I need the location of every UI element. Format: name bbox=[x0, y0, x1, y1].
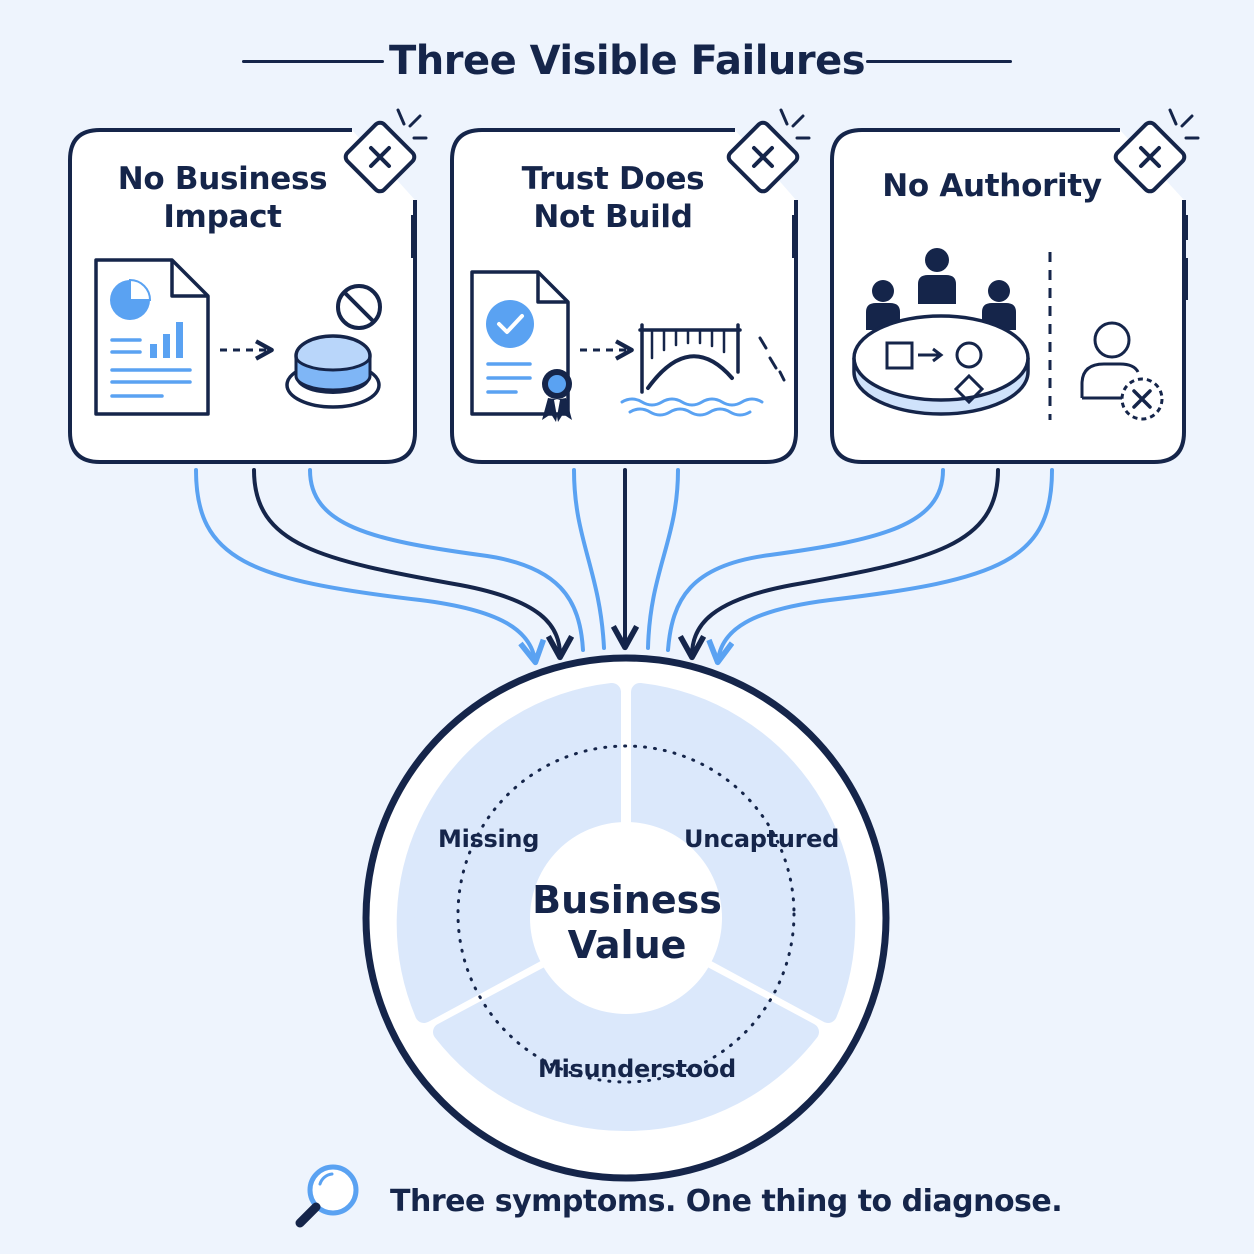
card2-title: Trust Does Not Build bbox=[478, 160, 748, 236]
arrow-card2-right bbox=[646, 468, 680, 650]
center-label-line1: Business bbox=[532, 878, 722, 922]
page-title: Three Visible Failures bbox=[388, 38, 866, 84]
business-value-wheel bbox=[362, 654, 890, 1182]
close-icon bbox=[726, 108, 811, 194]
card3-title: No Authority bbox=[862, 167, 1122, 205]
card-no-business-impact bbox=[68, 108, 428, 464]
document-chart-icon bbox=[94, 258, 210, 416]
dotted-ring bbox=[456, 744, 796, 1084]
arrow-card1-main bbox=[252, 468, 560, 655]
center-label-line2: Value bbox=[567, 923, 687, 967]
arrow-card1-outer bbox=[194, 468, 535, 660]
segment-label-missing: Missing bbox=[438, 825, 540, 853]
certificate-icon bbox=[470, 270, 572, 422]
title-rule-left bbox=[242, 60, 384, 63]
connector-arrows bbox=[194, 468, 1054, 660]
arrow-card1-inner bbox=[308, 468, 585, 652]
footer-caption: Three symptoms. One thing to diagnose. bbox=[390, 1184, 1063, 1219]
user-removed-icon bbox=[1080, 321, 1164, 421]
close-icon bbox=[1113, 108, 1200, 194]
meeting-table-icon bbox=[852, 248, 1030, 416]
broken-bridge-icon bbox=[620, 323, 786, 417]
title-bar: Three Visible Failures bbox=[0, 30, 1254, 94]
segment-label-misunderstood: Misunderstood bbox=[538, 1055, 736, 1083]
card3-title-line1: No Authority bbox=[882, 168, 1102, 204]
arrow-card3-outer bbox=[718, 468, 1054, 660]
card1-title-line2: Impact bbox=[163, 199, 282, 235]
arrow-card2-left bbox=[572, 468, 606, 650]
arrow-card3-inner bbox=[666, 468, 945, 652]
magnifier-icon bbox=[295, 1164, 359, 1228]
disabled-button-icon bbox=[285, 284, 382, 409]
card1-title: No Business Impact bbox=[95, 160, 350, 236]
card-trust-does-not-build bbox=[450, 108, 811, 464]
card2-title-line2: Not Build bbox=[533, 199, 693, 235]
arrow-card3-main bbox=[692, 468, 1000, 655]
card1-title-line1: No Business bbox=[117, 161, 328, 197]
close-icon bbox=[343, 108, 428, 194]
segment-label-uncaptured: Uncaptured bbox=[684, 825, 840, 853]
title-rule-right bbox=[866, 60, 1012, 63]
card2-title-line1: Trust Does bbox=[521, 161, 705, 197]
center-label: Business Value bbox=[500, 878, 754, 968]
card-no-authority bbox=[830, 108, 1200, 464]
